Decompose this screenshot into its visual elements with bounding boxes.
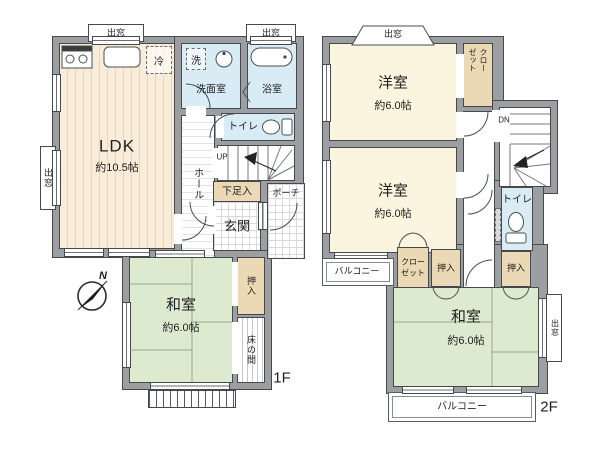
opening-hall-stairs	[212, 148, 222, 178]
washer-label: 洗	[191, 55, 201, 67]
window-washitsu1f-bottom	[150, 382, 230, 390]
label-bay-right-2f: 出窓	[550, 319, 560, 337]
label-oshiire-1f: 押入	[246, 276, 257, 296]
label-toilet-2f: トイレ	[502, 194, 532, 206]
compass-icon	[77, 280, 108, 311]
window-ldk-bottom-2	[108, 248, 150, 257]
window-ldk-bay-left	[52, 150, 61, 206]
window-washitsu2f-bottom-1	[402, 386, 454, 394]
label-stairs-dn: DN	[498, 115, 510, 125]
room-closet-2f-top	[464, 44, 492, 106]
label-porch: ポーチ	[272, 187, 300, 198]
room-tokonoma	[238, 318, 264, 382]
label-washitsu-1f: 和室	[165, 296, 197, 314]
label-balcony-bottom: バルコニー	[437, 401, 487, 413]
opening-landing-stairs	[492, 110, 502, 142]
window-washitsu2f-bottom-2	[466, 386, 522, 394]
deck-1f	[148, 390, 236, 408]
window-ldk-left	[52, 74, 61, 112]
label-closet-2f-top-col2: ゼット	[468, 48, 477, 72]
room-bath	[248, 44, 296, 108]
room-yoshitsu-1	[330, 44, 456, 140]
room-oshiire-1f	[238, 258, 264, 314]
label-bay-top-2f: 出窓	[383, 28, 403, 39]
front-door	[258, 202, 268, 230]
label-yoshitsu-2: 洋室	[377, 182, 409, 200]
label-ldk-size: 約10.5帖	[95, 161, 139, 174]
door-gap-hall-entrance	[208, 206, 216, 234]
washer-icon: 洗	[186, 48, 206, 70]
sliding-door-washitsu1f	[155, 250, 205, 258]
label-oshiire-2f-left: 押入	[436, 262, 456, 273]
door-gap-yoshitsu2	[456, 172, 464, 198]
label-washroom: 洗面室	[196, 84, 226, 96]
door-gap-yoshitsu1	[456, 112, 464, 138]
label-stairs-up: UP	[216, 152, 228, 162]
window-ldk-bottom-1	[64, 248, 104, 257]
door-gap-toilet-1f	[216, 116, 224, 138]
label-washitsu-1f-size: 約6.0帖	[162, 321, 200, 334]
window-washitsu1f-left	[122, 302, 131, 368]
opening-oshiire-1f	[232, 262, 238, 306]
window-ldk-top	[92, 36, 140, 45]
window-yoshitsu2-left	[322, 160, 331, 234]
door-gap-ldk	[174, 214, 182, 244]
window-washitsu2f-right	[538, 298, 547, 358]
door-gap-closet-top	[456, 54, 464, 98]
label-floor-1f: 1F	[273, 369, 291, 387]
label-oshiire-2f-right: 押入	[506, 262, 526, 273]
door-gap-washroom	[186, 106, 206, 116]
label-yoshitsu-1-size: 約6.0帖	[374, 99, 412, 112]
label-bath: 浴室	[262, 84, 282, 96]
room-oshiire-2f-right	[502, 252, 530, 286]
stairs-1f	[218, 146, 294, 180]
label-closet-2f-top-col1: クロー	[479, 48, 488, 72]
label-balcony-left: バルコニー	[334, 265, 380, 276]
label-tokonoma: 床の間	[246, 335, 257, 365]
balcony-bottom	[388, 392, 536, 422]
room-shoe-cabinet	[214, 182, 260, 202]
label-floor-2f: 2F	[540, 398, 558, 416]
window-toilet-2f	[495, 208, 501, 242]
opening-tokonoma	[232, 322, 238, 374]
label-washitsu-2f-size: 約6.0帖	[447, 334, 485, 347]
label-closet-2f-bottom-1: クロー	[401, 257, 425, 267]
label-compass-north: N	[99, 269, 107, 282]
window-yoshitsu1-left	[322, 64, 331, 122]
label-closet-2f-bottom-2: ゼット	[401, 268, 425, 278]
label-hall: ホール	[191, 167, 203, 201]
room-oshiire-2f-left	[432, 250, 460, 286]
window-yoshitsu2-balcony	[334, 252, 388, 259]
label-yoshitsu-2-size: 約6.0帖	[374, 207, 412, 220]
label-bay-left: 出窓	[43, 168, 54, 188]
label-shoe-cabinet: 下足入	[222, 186, 252, 198]
label-bay-top-ldk: 出窓	[106, 27, 126, 38]
room-closet-2f-bottom	[398, 248, 428, 288]
room-entrance	[214, 202, 260, 250]
room-yoshitsu-2	[330, 148, 456, 252]
label-toilet-1f: トイレ	[228, 121, 258, 133]
label-entrance: 玄関	[223, 218, 251, 234]
landing-2f	[464, 112, 494, 288]
label-closet-2f-top: クロー ゼット	[464, 48, 492, 104]
label-bay-top-bath: 出窓	[261, 27, 281, 38]
label-yoshitsu-1: 洋室	[377, 74, 409, 92]
fridge-icon: 冷	[146, 46, 172, 74]
fridge-label: 冷	[154, 56, 164, 68]
room-washitsu-1f	[130, 258, 232, 382]
label-washitsu-2f: 和室	[450, 308, 482, 326]
room-ldk	[60, 44, 174, 248]
window-bath-top	[250, 36, 292, 45]
label-ldk: LDK	[98, 136, 136, 156]
